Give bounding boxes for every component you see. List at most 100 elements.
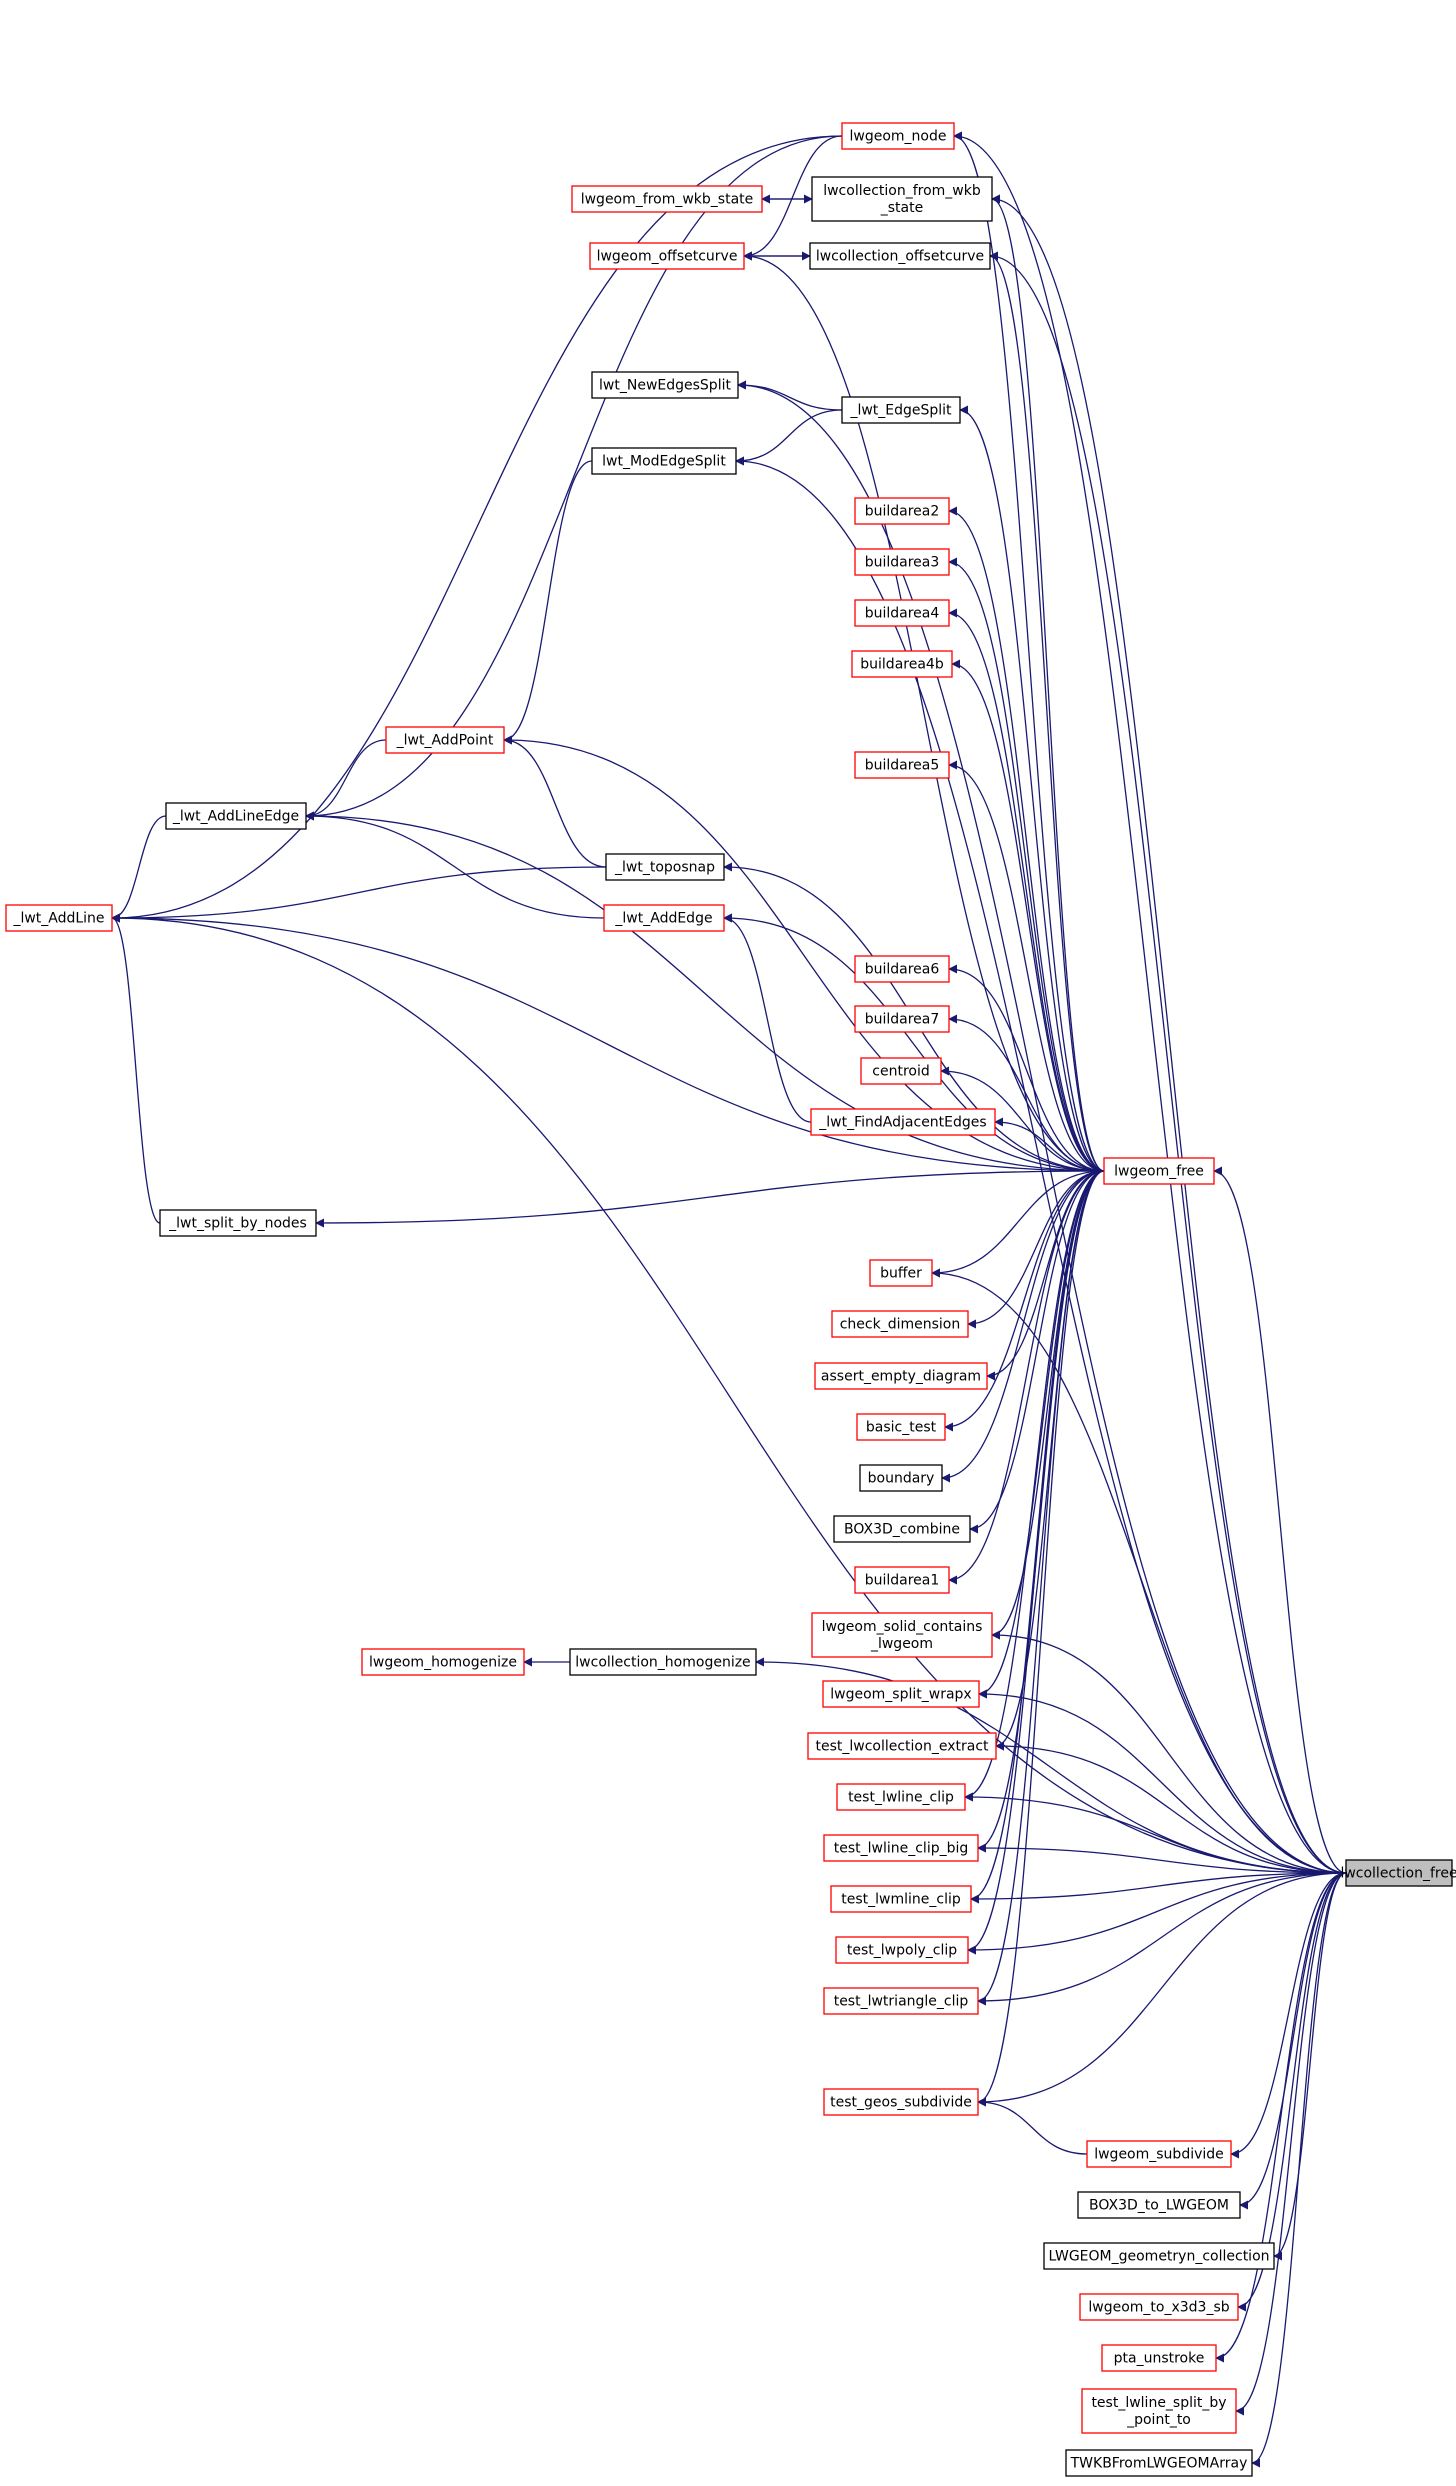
edge-lwgeom_free-to-_lwt_AddLineEdge <box>305 811 1105 1172</box>
node-box <box>605 853 725 881</box>
node-label: _state <box>880 200 923 216</box>
node-test_lwtriangle_clip[interactable]: test_lwtriangle_clip <box>823 1987 979 2015</box>
node-_lwt_toposnap[interactable]: _lwt_toposnap <box>605 853 725 881</box>
edge-lwcollection_free-to-test_geos_subdivide <box>977 1872 1347 2107</box>
edge-_lwt_toposnap-to-_lwt_AddPoint <box>503 735 607 868</box>
node-lwcollection_from_wkb_state[interactable]: lwcollection_from_wkb_state <box>811 176 993 222</box>
node-LWGEOM_geometryn_collection[interactable]: LWGEOM_geometryn_collection <box>1043 2242 1275 2270</box>
edge-lwgeom_node-to-lwgeom_offsetcurve <box>743 135 843 261</box>
node-lwgeom_free[interactable]: lwgeom_free <box>1103 1157 1215 1185</box>
edge-_lwt_AddPoint-to-_lwt_AddLineEdge <box>305 739 387 821</box>
edge-lwcollection_free-to-lwgeom_solid_contains_lwgeom <box>991 1630 1347 1874</box>
node-buildarea7[interactable]: buildarea7 <box>854 1005 950 1033</box>
edge-lwcollection_free-to-pta_unstroke <box>1215 1872 1347 2363</box>
edge-lwgeom_free-to-test_lwline_clip <box>964 1170 1105 1802</box>
edge-lwgeom_free-to-_lwt_split_by_nodes <box>315 1170 1105 1228</box>
node-_lwt_AddEdge[interactable]: _lwt_AddEdge <box>603 904 725 932</box>
node-check_dimension[interactable]: check_dimension <box>831 1310 969 1338</box>
edge-lwgeom_free-to-buildarea4 <box>948 608 1105 1172</box>
node-lwcollection_homogenize[interactable]: lwcollection_homogenize <box>569 1648 757 1676</box>
node-label: test_lwline_clip <box>848 1790 954 1806</box>
node-lwt_ModEdgeSplit[interactable]: lwt_ModEdgeSplit <box>591 447 737 475</box>
node-_lwt_AddPoint[interactable]: _lwt_AddPoint <box>385 726 505 754</box>
node-buildarea5[interactable]: buildarea5 <box>854 751 950 779</box>
node-box <box>869 1259 933 1287</box>
node-label: test_lwline_split_by <box>1091 2395 1226 2411</box>
node-test_lwpoly_clip[interactable]: test_lwpoly_clip <box>835 1936 969 1964</box>
node-test_lwcollection_extract[interactable]: test_lwcollection_extract <box>807 1732 997 1760</box>
edge-_lwt_AddLineEdge-to-_lwt_AddLine <box>111 815 167 923</box>
node-lwcollection_offsetcurve[interactable]: lwcollection_offsetcurve <box>809 242 991 270</box>
node-box <box>854 548 950 576</box>
node-box <box>854 497 950 525</box>
edge-lwcollection_free-to-test_lwline_split_by_point_to <box>1235 1872 1347 2416</box>
edge-lwgeom_free-to-lwcollection_offsetcurve <box>989 251 1105 1172</box>
edge-lwcollection_free-to-test_lwmline_clip <box>970 1872 1347 1904</box>
node-buildarea4b[interactable]: buildarea4b <box>851 650 953 678</box>
node-BOX3D_combine[interactable]: BOX3D_combine <box>833 1515 971 1543</box>
node-label: centroid <box>872 1064 929 1080</box>
node-_lwt_FindAdjacentEdges[interactable]: _lwt_FindAdjacentEdges <box>810 1108 996 1136</box>
node-box <box>841 396 961 424</box>
node-test_geos_subdivide[interactable]: test_geos_subdivide <box>823 2088 979 2116</box>
node-lwgeom_homogenize[interactable]: lwgeom_homogenize <box>361 1648 525 1676</box>
edge-lwgeom_free-to-buildarea6 <box>948 964 1105 1172</box>
edge-lwcollection_free-to-lwgeom_free <box>1213 1166 1347 1874</box>
node-buildarea6[interactable]: buildarea6 <box>854 955 950 983</box>
node-lwt_NewEdgesSplit[interactable]: lwt_NewEdgesSplit <box>591 371 739 399</box>
edge-lwgeom_free-to-lwgeom_split_wrapx <box>978 1170 1105 1699</box>
node-basic_test[interactable]: basic_test <box>856 1413 946 1441</box>
edge-_lwt_FindAdjacentEdges-to-_lwt_AddEdge <box>723 913 812 1123</box>
edge-lwgeom_node-to-_lwt_AddLine <box>111 135 843 923</box>
node-lwgeom_from_wkb_state[interactable]: lwgeom_from_wkb_state <box>571 185 763 213</box>
node-test_lwline_clip_big[interactable]: test_lwline_clip_big <box>823 1834 979 1862</box>
node-_lwt_split_by_nodes[interactable]: _lwt_split_by_nodes <box>159 1209 317 1237</box>
node-_lwt_AddLine[interactable]: _lwt_AddLine <box>5 904 113 932</box>
node-lwcollection_free[interactable]: lwcollection_free <box>1340 1859 1456 1887</box>
node-test_lwmline_clip[interactable]: test_lwmline_clip <box>830 1885 972 1913</box>
node-box <box>811 176 993 222</box>
node-label: lwgeom_solid_contains <box>822 1619 983 1635</box>
node-label: test_geos_subdivide <box>830 2095 972 2111</box>
node-assert_empty_diagram[interactable]: assert_empty_diagram <box>814 1362 988 1390</box>
node-lwgeom_solid_contains_lwgeom[interactable]: lwgeom_solid_contains_lwgeom <box>811 1612 993 1658</box>
node-test_lwline_clip[interactable]: test_lwline_clip <box>836 1783 966 1811</box>
node-BOX3D_to_LWGEOM[interactable]: BOX3D_to_LWGEOM <box>1077 2191 1241 2219</box>
node-centroid[interactable]: centroid <box>860 1057 942 1085</box>
node-box <box>603 904 725 932</box>
node-_lwt_AddLineEdge[interactable]: _lwt_AddLineEdge <box>165 802 307 830</box>
node-pta_unstroke[interactable]: pta_unstroke <box>1101 2344 1217 2372</box>
node-lwgeom_subdivide[interactable]: lwgeom_subdivide <box>1086 2140 1232 2168</box>
edge-lwcollection_free-to-test_lwline_clip_big <box>977 1843 1347 1874</box>
node-buffer[interactable]: buffer <box>869 1259 933 1287</box>
node-TWKBFromLWGEOMArray[interactable]: TWKBFromLWGEOMArray <box>1065 2449 1253 2477</box>
node-_lwt_EdgeSplit[interactable]: _lwt_EdgeSplit <box>841 396 961 424</box>
node-label: boundary <box>868 1471 935 1487</box>
node-buildarea3[interactable]: buildarea3 <box>854 548 950 576</box>
edge-lwgeom_free-to-assert_empty_diagram <box>986 1170 1105 1381</box>
edge-lwgeom_free-to-test_lwmline_clip <box>970 1170 1105 1904</box>
edge-lwcollection_free-to-test_lwcollection_extract <box>995 1741 1347 1874</box>
node-box <box>831 1310 969 1338</box>
edge-lwgeom_free-to-lwgeom_solid_contains_lwgeom <box>991 1170 1105 1640</box>
node-box <box>1077 2191 1241 2219</box>
node-buildarea4[interactable]: buildarea4 <box>854 599 950 627</box>
node-box <box>859 1464 943 1492</box>
edge-lwcollection_free-to-lwgeom_node <box>953 131 1347 1874</box>
node-lwgeom_to_x3d3_sb[interactable]: lwgeom_to_x3d3_sb <box>1079 2293 1239 2321</box>
edge-lwgeom_free-to-buffer <box>931 1170 1105 1278</box>
node-lwgeom_offsetcurve[interactable]: lwgeom_offsetcurve <box>589 242 745 270</box>
node-label: _lwt_AddLineEdge <box>172 809 299 825</box>
node-lwgeom_split_wrapx[interactable]: lwgeom_split_wrapx <box>822 1680 980 1708</box>
edge-lwcollection_free-to-test_lwpoly_clip <box>967 1872 1347 1955</box>
node-test_lwline_split_by_point_to[interactable]: test_lwline_split_by_point_to <box>1081 2388 1237 2434</box>
node-buildarea2[interactable]: buildarea2 <box>854 497 950 525</box>
node-boundary[interactable]: boundary <box>859 1464 943 1492</box>
node-lwgeom_node[interactable]: lwgeom_node <box>841 122 955 150</box>
node-box <box>836 1783 966 1811</box>
node-box <box>361 1648 525 1676</box>
node-label: test_lwmline_clip <box>841 1892 961 1908</box>
node-box <box>591 371 739 399</box>
node-buildarea1[interactable]: buildarea1 <box>854 1566 950 1594</box>
